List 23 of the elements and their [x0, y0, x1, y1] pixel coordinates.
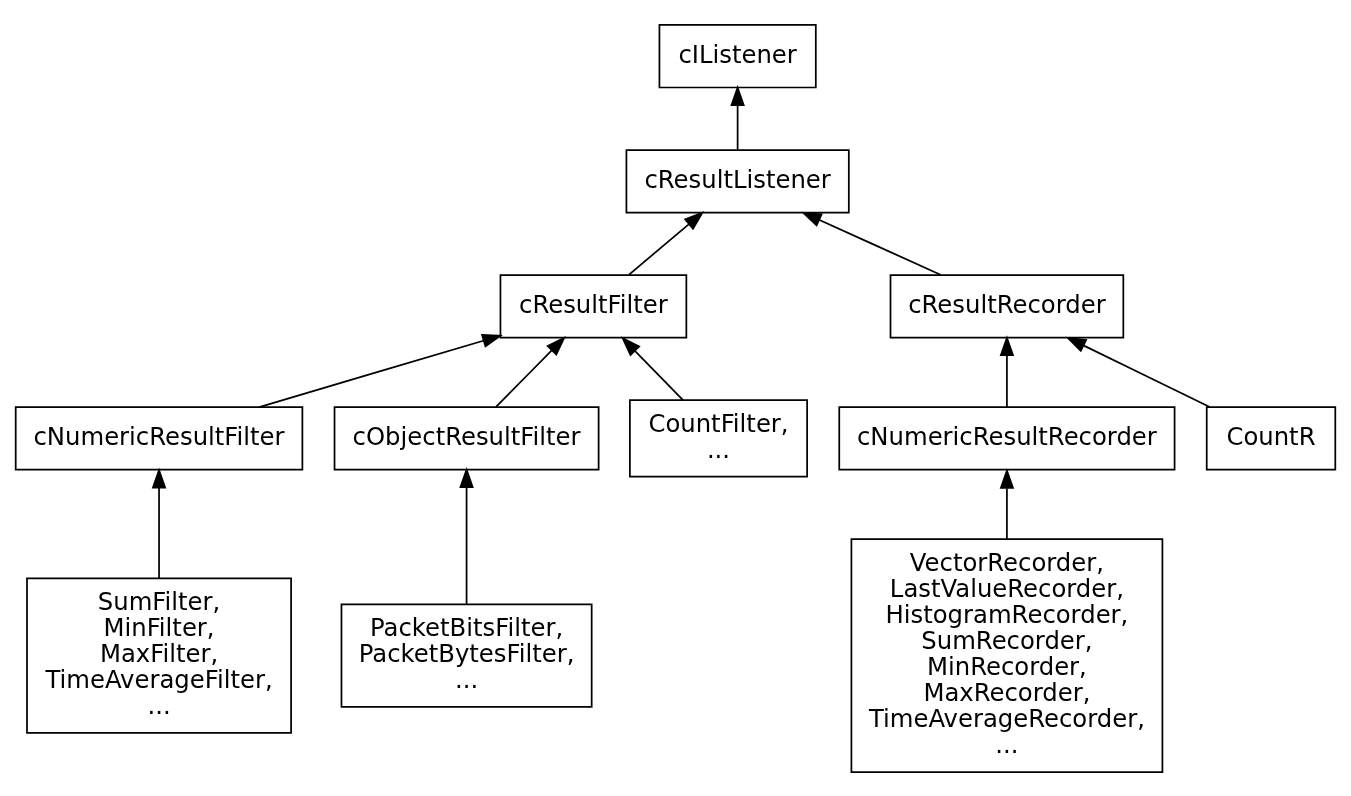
arrow	[730, 84, 745, 150]
node-box: cResultFilter	[499, 273, 688, 339]
arrow	[999, 334, 1015, 408]
node-box: CountR	[1205, 405, 1337, 471]
arrow	[628, 210, 705, 275]
arrow	[258, 333, 503, 408]
arrow	[495, 335, 566, 408]
node-box: cResultRecorder	[889, 273, 1125, 339]
arrow	[999, 467, 1015, 540]
arrow	[800, 211, 942, 276]
node-box: cNumericResultFilter	[14, 405, 304, 471]
arrow	[151, 467, 167, 579]
node-box: CountFilter, ...	[629, 398, 808, 478]
node-box: cNumericResultRecorder	[838, 405, 1176, 471]
arrow	[620, 335, 684, 401]
node-box: cIListener	[658, 23, 817, 88]
arrow	[459, 466, 474, 605]
arrow	[1065, 336, 1211, 408]
node-box: SumFilter, MinFilter, MaxFilter, TimeAverageFilter, ...	[26, 576, 292, 734]
node-box: cObjectResultFilter	[333, 405, 600, 471]
node-box: PacketBitsFilter, PacketBytesFilter, ...	[340, 603, 593, 708]
node-box: VectorRecorder, LastValueRecorder, HistogramRecorder, SumRecorder, MinRecorder, MaxRecorder, TimeAverageRecorder, ...	[850, 537, 1164, 773]
node-box: cResultListener	[625, 148, 850, 213]
